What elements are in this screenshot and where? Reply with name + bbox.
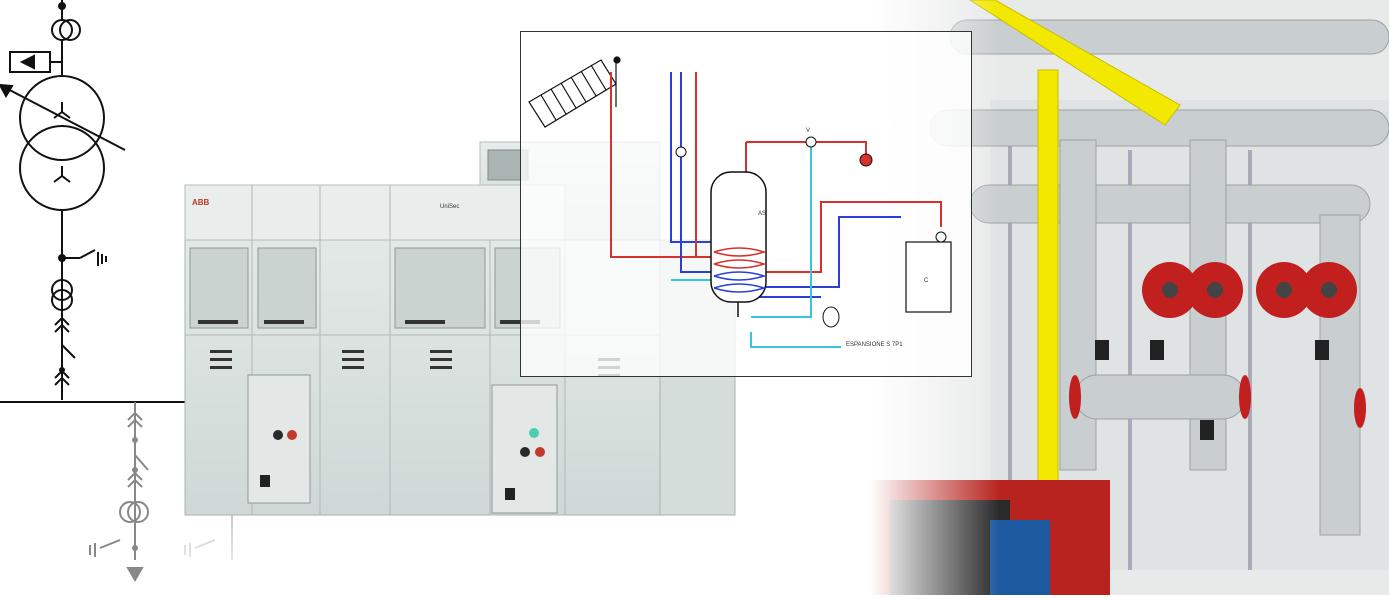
hydraulic-schematic: AS C V ESPANSIONE S 7P1 — [520, 31, 972, 377]
tank-label: AS — [758, 211, 766, 217]
boiler-label: C — [924, 278, 929, 284]
single-line-diagram — [0, 0, 280, 595]
pump-icon — [675, 146, 687, 158]
storage-tank-icon — [710, 171, 767, 317]
solar-collector-icon — [528, 56, 621, 128]
model-label: UniSec — [440, 204, 459, 210]
abb-logo: ABB — [192, 198, 210, 207]
boiler-icon — [905, 241, 952, 313]
expansion-tank-icon — [822, 306, 840, 328]
switchgear-cabinet: ABB UniSec — [170, 130, 750, 595]
valve-label: V — [806, 128, 810, 134]
pump-icon — [935, 231, 947, 243]
pump-room-photo — [870, 0, 1389, 596]
expansion-vessel-icon — [859, 153, 873, 167]
expansion-note: ESPANSIONE S 7P1 — [846, 342, 903, 348]
valve-icon — [805, 136, 817, 148]
